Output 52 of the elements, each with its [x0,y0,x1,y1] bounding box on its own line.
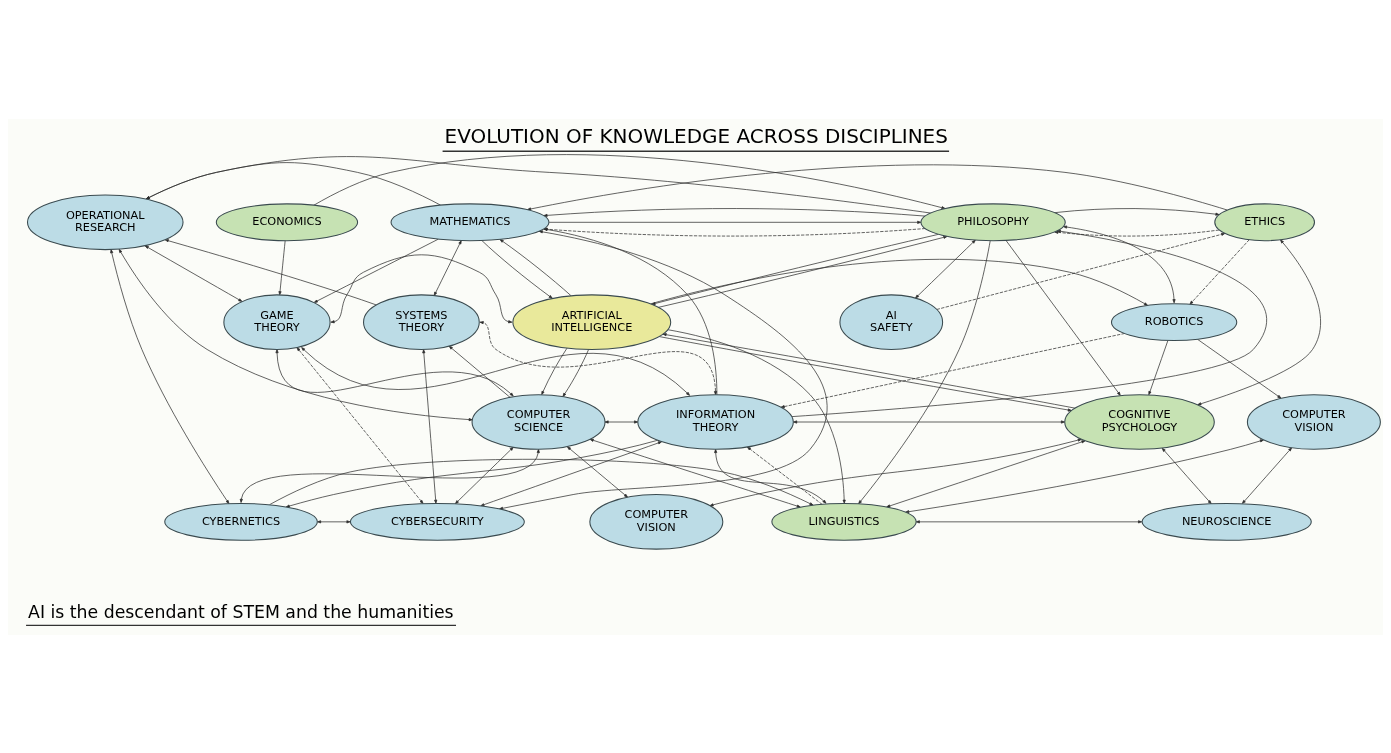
arrow [1148,339,1169,395]
arrow [905,438,1264,513]
arrow [1161,447,1212,504]
arrow [481,239,553,299]
arrow [746,446,823,505]
arrow [604,419,639,424]
arrow [886,439,1086,507]
arrow [145,161,441,206]
arrow [562,348,589,397]
node-ellipse: ECONOMICS [215,202,359,241]
arrow [448,345,511,398]
arrow [278,239,286,295]
arrow [1241,446,1293,504]
arrow [1197,239,1321,405]
arrow [543,207,926,217]
arrow [144,244,243,302]
arrow [317,519,351,523]
arrow [1189,239,1250,305]
arrow [667,328,846,504]
arrow [164,238,377,305]
arrow [780,332,1125,408]
caption: AI is the descendant of STEM and the humanities [28,601,454,622]
arrow [422,348,438,504]
arrow [313,238,439,303]
arrow [709,438,1082,506]
node-ellipse: NEUROSCIENCE [1141,502,1312,541]
arrow [433,239,462,296]
arrow [239,448,540,503]
arrow [330,253,513,323]
diagram-title: EVOLUTION OF KNOWLEDGE ACROSS DISCIPLINES [444,123,948,148]
arrow [301,346,690,396]
arrow [915,239,976,298]
arrow [915,519,1143,523]
arrow [589,438,801,508]
arrow [858,239,991,504]
arrow [296,346,424,504]
arrow [118,248,473,421]
arrow [110,248,230,504]
arrow [1062,225,1176,303]
arrow [1054,207,1220,216]
arrow [499,238,572,296]
arrow [548,220,922,224]
arrow [479,320,718,395]
arrow [714,448,827,504]
arrow [793,419,1065,424]
arrow [543,227,926,236]
arrow [275,348,514,396]
arrow [543,227,718,395]
arrow [567,445,628,498]
arrow [1005,239,1121,396]
arrow [541,347,568,395]
arrow [1197,338,1282,398]
